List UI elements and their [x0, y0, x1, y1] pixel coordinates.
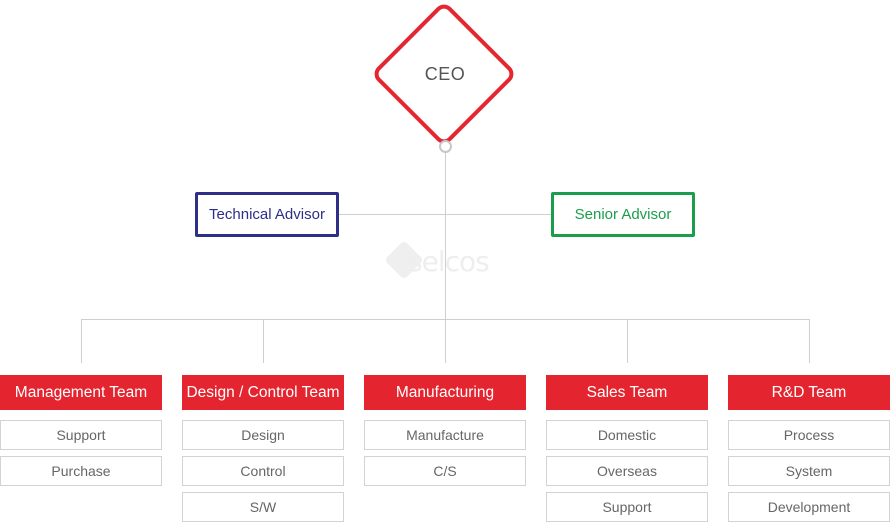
team-header: Management Team: [0, 375, 162, 410]
senior-advisor-label: Senior Advisor: [574, 206, 672, 223]
team-unit: Development: [728, 492, 890, 522]
teams-bus-line: [81, 319, 809, 320]
team-header: Sales Team: [546, 375, 708, 410]
team-sales: Sales Team Domestic Overseas Support: [546, 375, 708, 522]
technical-advisor-box: Technical Advisor: [195, 192, 339, 237]
team-header: Design / Control Team: [182, 375, 344, 410]
team-manufacturing: Manufacturing Manufacture C/S: [364, 375, 526, 486]
ceo-label: CEO: [424, 64, 466, 84]
team-unit: Purchase: [0, 456, 162, 486]
team-management: Management Team Support Purchase: [0, 375, 162, 486]
team-unit: Manufacture: [364, 420, 526, 450]
team-design-control: Design / Control Team Design Control S/W: [182, 375, 344, 522]
watermark-text: selcos: [408, 245, 490, 278]
team-unit: Control: [182, 456, 344, 486]
team-unit: S/W: [182, 492, 344, 522]
team-drop-line-4: [627, 319, 628, 363]
team-drop-line-1: [81, 319, 82, 363]
ceo-trunk-line: [445, 148, 446, 363]
team-unit: Design: [182, 420, 344, 450]
team-header: R&D Team: [728, 375, 890, 410]
team-unit: Support: [546, 492, 708, 522]
advisor-connector-line: [339, 214, 551, 215]
team-unit: Process: [728, 420, 890, 450]
technical-advisor-label: Technical Advisor: [209, 206, 325, 223]
team-unit: C/S: [364, 456, 526, 486]
team-unit: Domestic: [546, 420, 708, 450]
team-header: Manufacturing: [364, 375, 526, 410]
ceo-connector-dot: [439, 140, 452, 153]
team-unit: Support: [0, 420, 162, 450]
senior-advisor-box: Senior Advisor: [551, 192, 695, 237]
team-unit: Overseas: [546, 456, 708, 486]
team-drop-line-5: [809, 319, 810, 363]
team-rnd: R&D Team Process System Development: [728, 375, 890, 522]
team-drop-line-2: [263, 319, 264, 363]
selcos-watermark-logo: selcos: [384, 240, 494, 292]
team-unit: System: [728, 456, 890, 486]
